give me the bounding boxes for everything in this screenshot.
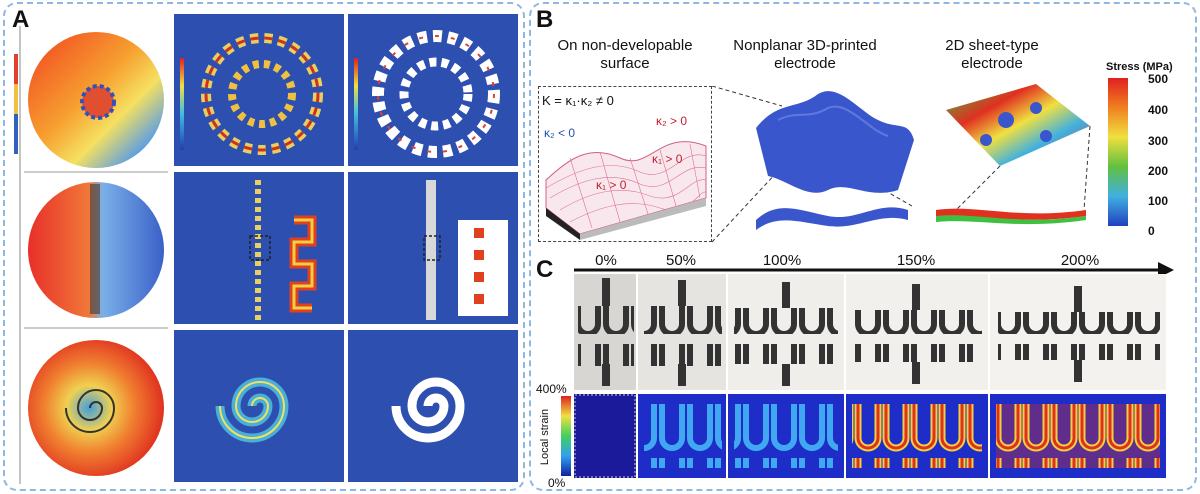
stress-tick: 500: [1148, 72, 1169, 86]
k1-positive-a: κ₁ > 0: [652, 152, 683, 166]
strain-label-50: 50%: [665, 252, 697, 269]
panel-a-label: A: [12, 6, 30, 33]
panel-b-col2-title: Nonplanar 3D-printed electrode: [733, 37, 877, 72]
strain-colorbar-title: Local strain: [539, 408, 551, 466]
stress-tick: 300: [1148, 134, 1169, 148]
stress-tick: 100: [1148, 194, 1169, 208]
strain-label-100: 100%: [762, 252, 802, 269]
stress-tick: 200: [1148, 164, 1169, 178]
panel-bc-frame: [529, 2, 1197, 491]
stress-colorbar: [1108, 78, 1128, 226]
strain-map-0: [574, 394, 636, 478]
strain-colorbar-min: 0%: [548, 476, 566, 490]
k2-negative: κ₂ < 0: [544, 126, 576, 140]
strain-label-200: 200%: [1060, 252, 1100, 269]
panel-c-label: C: [536, 256, 554, 283]
panel-b-label: B: [536, 6, 554, 33]
sim-spiral-2: [348, 330, 518, 482]
stress-tick: 0: [1148, 224, 1155, 238]
strain-maps: [574, 394, 1166, 478]
sim-spiral-1: [174, 330, 344, 482]
panel-b-col1-title: On non-developable surface: [557, 37, 693, 72]
strain-colorbar: [561, 396, 571, 476]
disc-spiral: [28, 340, 164, 476]
curvature-equation: K = κ₁·κ₂ ≠ 0: [542, 93, 614, 108]
non-developable-surface: [545, 141, 707, 240]
stretch-photos: [574, 274, 1166, 390]
panel-a-disc-column: [14, 26, 168, 484]
sheet-electrode-stress: [936, 84, 1091, 225]
surface-inset-box: [538, 86, 712, 242]
panel-a-sim-grid: [174, 14, 518, 482]
strain-colorbar-max: 400%: [536, 382, 567, 396]
nonplanar-electrode: [756, 91, 914, 230]
strain-label-0: 0%: [595, 252, 617, 269]
stress-tick: 400: [1148, 103, 1169, 117]
strain-label-150: 150%: [896, 252, 936, 269]
sim-serpentine-1: [174, 14, 344, 166]
k1-positive-b: κ₁ > 0: [596, 178, 627, 192]
panel-a-frame: [3, 2, 525, 491]
stress-colorbar-title: Stress (MPa): [1106, 61, 1173, 73]
k2-positive: κ₂ > 0: [656, 114, 688, 128]
panel-b-col3-title: 2D sheet-type electrode: [945, 37, 1039, 72]
